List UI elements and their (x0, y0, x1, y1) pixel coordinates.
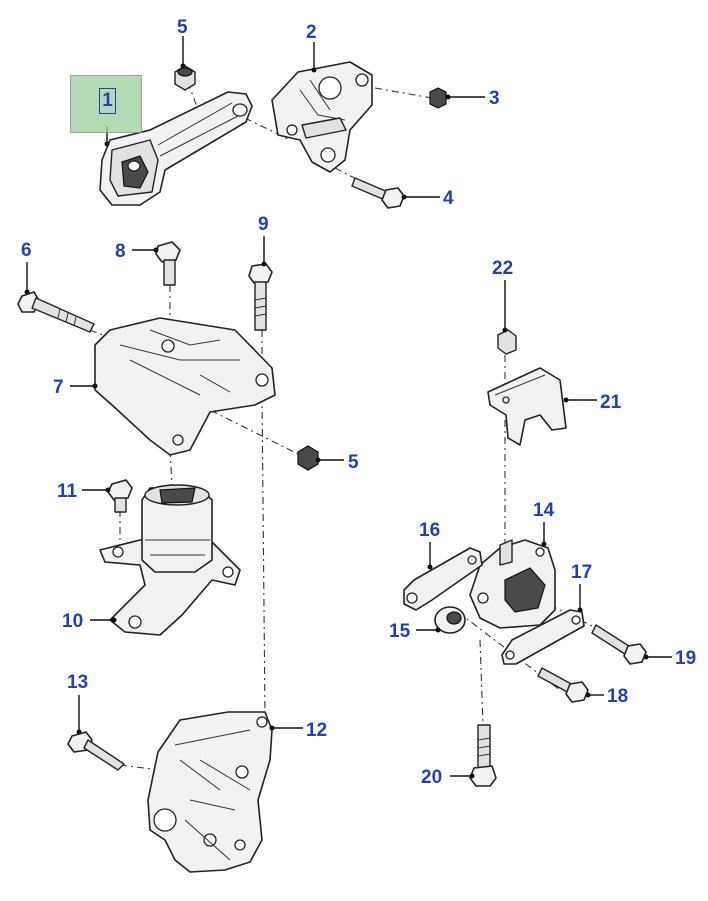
part-14-rear-mount (469, 539, 556, 629)
part-5-nut-middle (297, 445, 319, 471)
part-19-bolt (591, 624, 647, 665)
callout-10: 10 (62, 611, 83, 632)
part-12-bracket (147, 711, 273, 873)
part-10-engine-mount (99, 484, 241, 636)
part-3-nut (429, 87, 447, 109)
callout-20: 20 (421, 767, 442, 788)
callout-labels: 2 5 3 4 6 7 8 9 5 11 10 12 13 22 21 14 1… (21, 17, 696, 788)
callout-14: 14 (533, 500, 555, 521)
part-5-nut-top (174, 65, 196, 91)
callout-6: 6 (21, 240, 32, 261)
leader-lines (24, 36, 672, 779)
callout-1-highlighted[interactable]: 1 (99, 88, 116, 114)
callout-5-top: 5 (177, 17, 188, 38)
callout-15: 15 (389, 621, 411, 642)
callout-5-middle: 5 (348, 452, 359, 473)
part-22-nut (497, 329, 517, 355)
callout-4: 4 (443, 188, 454, 209)
part-11-bolt (107, 479, 133, 513)
part-2-bracket (271, 61, 373, 173)
part-13-bolt (67, 731, 125, 771)
callout-7: 7 (53, 377, 64, 398)
callout-19: 19 (675, 648, 696, 669)
callout-9: 9 (258, 214, 269, 235)
callout-13: 13 (67, 672, 88, 693)
callout-8: 8 (115, 241, 126, 262)
part-8-bolt (155, 241, 181, 286)
callout-21: 21 (600, 392, 622, 413)
callout-16: 16 (419, 520, 440, 541)
part-15-bush (434, 606, 466, 634)
callout-2: 2 (306, 22, 317, 43)
part-7-mounting-plate (94, 317, 276, 456)
callout-3: 3 (489, 88, 500, 109)
part-4-bolt (351, 177, 405, 209)
part-20-bolt (469, 724, 497, 787)
callout-12: 12 (306, 720, 327, 741)
part-21-bracket (487, 367, 567, 446)
callout-22: 22 (492, 258, 513, 279)
callout-17: 17 (571, 562, 592, 583)
part-1-torque-rod (99, 91, 253, 206)
part-18-bolt (537, 667, 589, 703)
part-6-bolt (17, 291, 95, 333)
part-9-stud (248, 263, 273, 331)
part-17-link (501, 609, 585, 665)
callout-18: 18 (607, 686, 628, 707)
callout-11: 11 (57, 481, 78, 502)
part-16-link (403, 547, 483, 611)
highlight-box-part-1 (70, 75, 142, 133)
